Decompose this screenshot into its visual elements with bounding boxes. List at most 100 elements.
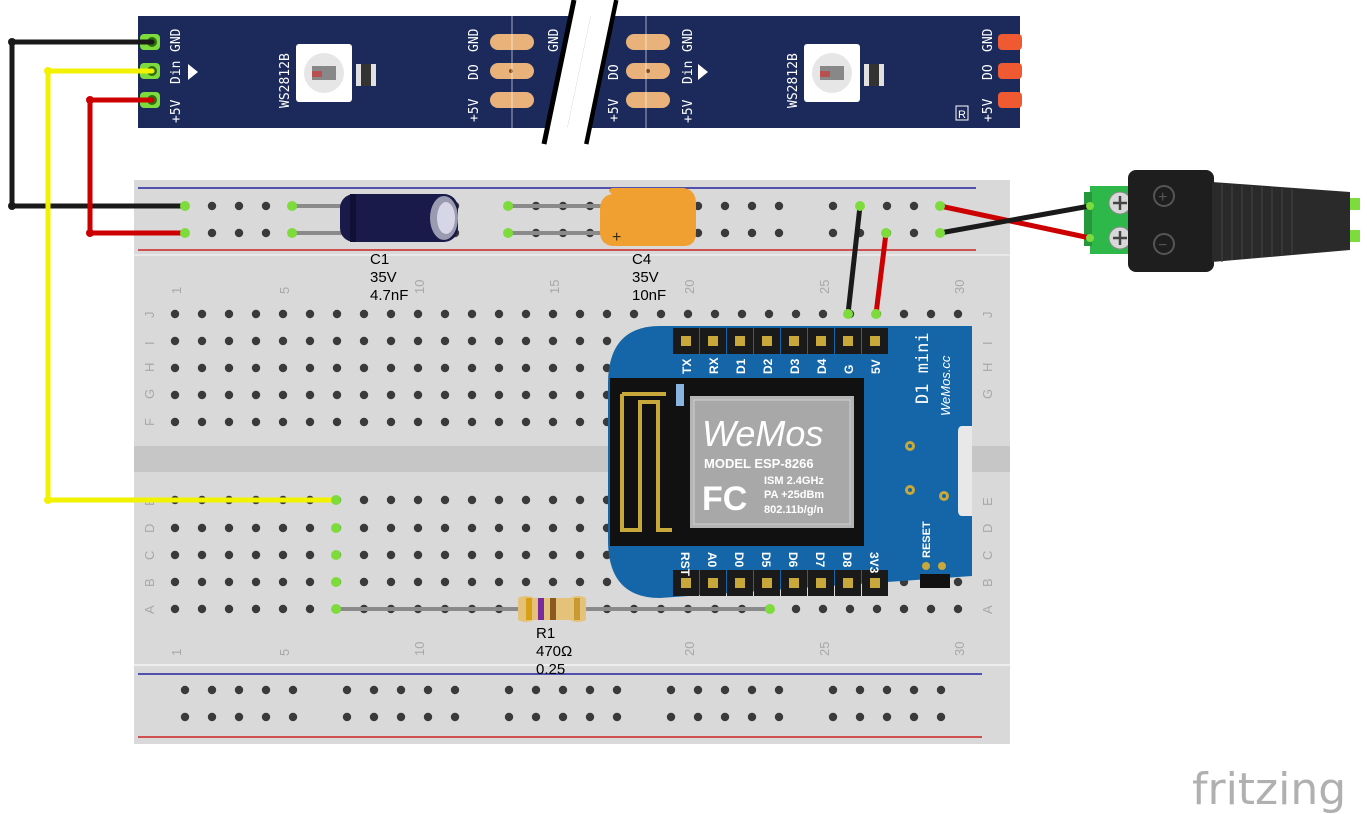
bb-hole[interactable] <box>170 336 180 346</box>
bb-hole[interactable] <box>170 390 180 400</box>
bb-hole[interactable] <box>872 604 882 614</box>
bb-hole[interactable] <box>467 577 477 587</box>
rail-hole[interactable] <box>747 712 757 722</box>
rail-hole[interactable] <box>720 201 730 211</box>
bb-hole[interactable] <box>386 309 396 319</box>
rail-hole[interactable] <box>720 228 730 238</box>
bb-hole[interactable] <box>413 390 423 400</box>
rail-hole[interactable] <box>234 201 244 211</box>
rail-hole[interactable] <box>288 712 298 722</box>
bb-hole[interactable] <box>197 390 207 400</box>
bb-hole[interactable] <box>521 523 531 533</box>
bb-hole[interactable] <box>467 363 477 373</box>
bb-hole[interactable] <box>251 417 261 427</box>
bb-hole[interactable] <box>359 390 369 400</box>
rail-hole[interactable] <box>855 685 865 695</box>
bb-hole[interactable] <box>521 309 531 319</box>
rail-hole[interactable] <box>828 228 838 238</box>
bb-hole[interactable] <box>224 336 234 346</box>
rail-hole[interactable] <box>612 685 622 695</box>
bb-hole[interactable] <box>332 390 342 400</box>
bb-hole[interactable] <box>251 309 261 319</box>
rail-hole[interactable] <box>423 712 433 722</box>
rail-hole[interactable] <box>693 712 703 722</box>
bb-hole[interactable] <box>251 577 261 587</box>
rail-hole[interactable] <box>207 712 217 722</box>
bb-hole[interactable] <box>548 336 558 346</box>
bb-hole[interactable] <box>521 363 531 373</box>
bb-hole[interactable] <box>521 336 531 346</box>
bb-hole[interactable] <box>386 417 396 427</box>
reset-button[interactable] <box>920 574 950 588</box>
bb-hole[interactable] <box>359 523 369 533</box>
bb-hole[interactable] <box>953 577 963 587</box>
rail-hole[interactable] <box>612 712 622 722</box>
rail-hole[interactable] <box>855 712 865 722</box>
bb-hole[interactable] <box>359 309 369 319</box>
rail-hole[interactable] <box>909 712 919 722</box>
bb-hole[interactable] <box>332 336 342 346</box>
bb-hole[interactable] <box>386 495 396 505</box>
rail-hole[interactable] <box>666 685 676 695</box>
bb-hole[interactable] <box>224 523 234 533</box>
bb-hole[interactable] <box>305 390 315 400</box>
bb-hole[interactable] <box>278 604 288 614</box>
bb-hole[interactable] <box>926 309 936 319</box>
bb-hole[interactable] <box>602 577 612 587</box>
bb-hole[interactable] <box>467 336 477 346</box>
rail-hole[interactable] <box>720 712 730 722</box>
bb-hole[interactable] <box>413 495 423 505</box>
bb-hole[interactable] <box>548 417 558 427</box>
rail-hole[interactable] <box>342 685 352 695</box>
rail-hole[interactable] <box>234 228 244 238</box>
bb-hole[interactable] <box>332 363 342 373</box>
bb-hole[interactable] <box>575 363 585 373</box>
bb-hole[interactable] <box>224 417 234 427</box>
bb-hole[interactable] <box>359 417 369 427</box>
rail-hole[interactable] <box>747 201 757 211</box>
bb-hole[interactable] <box>656 309 666 319</box>
bb-hole[interactable] <box>494 495 504 505</box>
bb-hole[interactable] <box>170 523 180 533</box>
rail-hole[interactable] <box>450 712 460 722</box>
bb-hole[interactable] <box>440 523 450 533</box>
bb-hole[interactable] <box>224 604 234 614</box>
bb-hole[interactable] <box>440 495 450 505</box>
bb-hole[interactable] <box>224 390 234 400</box>
rail-hole[interactable] <box>531 712 541 722</box>
bb-hole[interactable] <box>413 550 423 560</box>
bb-hole[interactable] <box>494 417 504 427</box>
rail-hole[interactable] <box>936 712 946 722</box>
bb-hole[interactable] <box>251 336 261 346</box>
rail-hole[interactable] <box>180 712 190 722</box>
bb-hole[interactable] <box>575 390 585 400</box>
bb-hole[interactable] <box>710 309 720 319</box>
bb-hole[interactable] <box>386 577 396 587</box>
rail-hole[interactable] <box>828 201 838 211</box>
rail-hole[interactable] <box>396 685 406 695</box>
bb-hole[interactable] <box>575 336 585 346</box>
bb-hole[interactable] <box>197 523 207 533</box>
bb-hole[interactable] <box>575 577 585 587</box>
rail-hole[interactable] <box>909 685 919 695</box>
bb-hole[interactable] <box>332 309 342 319</box>
bb-hole[interactable] <box>305 604 315 614</box>
bb-hole[interactable] <box>521 495 531 505</box>
rail-hole[interactable] <box>720 685 730 695</box>
bb-hole[interactable] <box>818 309 828 319</box>
rail-hole[interactable] <box>423 685 433 695</box>
bb-hole[interactable] <box>224 363 234 373</box>
bb-hole[interactable] <box>548 523 558 533</box>
rail-hole[interactable] <box>261 228 271 238</box>
bb-hole[interactable] <box>521 550 531 560</box>
bb-hole[interactable] <box>494 550 504 560</box>
bb-hole[interactable] <box>170 550 180 560</box>
bb-hole[interactable] <box>224 577 234 587</box>
bb-hole[interactable] <box>305 336 315 346</box>
rail-hole[interactable] <box>585 685 595 695</box>
bb-hole[interactable] <box>494 390 504 400</box>
bb-hole[interactable] <box>953 604 963 614</box>
bb-hole[interactable] <box>170 309 180 319</box>
bb-hole[interactable] <box>494 577 504 587</box>
rail-hole[interactable] <box>909 201 919 211</box>
